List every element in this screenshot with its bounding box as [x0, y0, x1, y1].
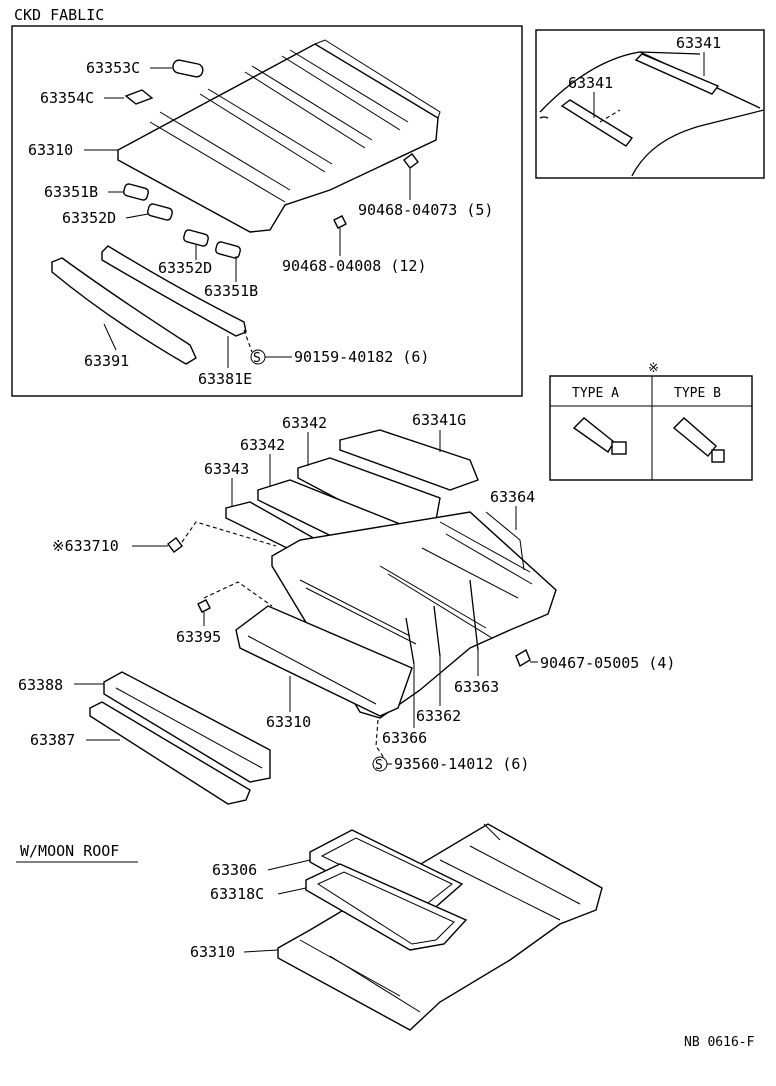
label-63343: 63343 — [204, 460, 249, 478]
label-63351B-b: 63351B — [204, 282, 258, 300]
clip-633710 — [167, 537, 183, 553]
frame-63310 — [235, 605, 413, 717]
section-title-ckd: CKD FABLIC — [14, 6, 104, 24]
label-63310-moon: 63310 — [190, 943, 235, 961]
label-63318C: 63318C — [210, 885, 264, 903]
label-63353C: 63353C — [86, 59, 140, 77]
label-63362: 63362 — [416, 707, 461, 725]
label-63310-main: 63310 — [266, 713, 311, 731]
strip-63341-b — [634, 53, 720, 95]
type-b-header: TYPE B — [674, 386, 721, 401]
label-63306: 63306 — [212, 861, 257, 879]
clip-type-b — [711, 449, 725, 463]
pad-63351B-b — [215, 241, 241, 259]
roof-inset — [539, 51, 765, 177]
clip-90468-04073 — [403, 153, 419, 169]
screw-letter-main: S — [375, 758, 383, 773]
type-a-header: TYPE A — [572, 386, 619, 401]
label-63342-a: 63342 — [282, 414, 327, 432]
ckd-frame — [11, 25, 523, 397]
headliner-ckd — [117, 39, 441, 233]
label-63395: 63395 — [176, 628, 221, 646]
trim-63387 — [89, 701, 251, 805]
pad-63341G — [339, 429, 479, 491]
type-table — [549, 375, 753, 481]
label-63387: 63387 — [30, 731, 75, 749]
label-63381E: 63381E — [198, 370, 252, 388]
label-90468-04073: 90468-04073 (5) — [358, 201, 493, 219]
label-63352D-b: 63352D — [158, 259, 212, 277]
label-63352D-a: 63352D — [62, 209, 116, 227]
label-63363: 63363 — [454, 678, 499, 696]
label-93560-14012: 93560-14012 (6) — [394, 755, 529, 773]
drawing-code: NB 0616-F — [684, 1035, 755, 1050]
label-90467-05005: 90467-05005 (4) — [540, 654, 675, 672]
label-63341-b: 63341 — [676, 34, 721, 52]
rail-63363 — [469, 579, 479, 651]
clip-90468-04008 — [333, 215, 347, 229]
visor-type-a — [572, 417, 615, 454]
screw-letter-ckd: S — [253, 351, 261, 366]
label-63310-ckd: 63310 — [28, 141, 73, 159]
trim-63391 — [51, 257, 197, 365]
pad-63354C — [124, 89, 154, 105]
seal-63318C — [305, 863, 468, 951]
label-63342-b: 63342 — [240, 436, 285, 454]
label-90159-40182: 90159-40182 (6) — [294, 348, 429, 366]
rail-63366 — [405, 617, 415, 665]
clip-90467-05005 — [515, 648, 531, 668]
type-marker: ※ — [648, 361, 659, 376]
label-63351B-a: 63351B — [44, 183, 98, 201]
visor-type-b — [672, 417, 717, 457]
label-63341G: 63341G — [412, 411, 466, 429]
label-90468-04008: 90468-04008 (12) — [282, 257, 427, 275]
trim-63381E — [101, 245, 247, 337]
inset-frame — [535, 29, 765, 179]
label-63388: 63388 — [18, 676, 63, 694]
label-63354C: 63354C — [40, 89, 94, 107]
section-title-moon: W/MOON ROOF — [20, 842, 119, 860]
label-63391: 63391 — [84, 352, 129, 370]
label-633710: ※633710 — [52, 537, 119, 555]
leader-screw-ckd — [243, 329, 253, 353]
rail-63362 — [433, 605, 441, 657]
clip-type-a — [611, 441, 627, 455]
pad-63351B-a — [123, 183, 149, 201]
pad-63353C — [172, 59, 204, 78]
strip-63341-a — [560, 99, 634, 147]
label-63366: 63366 — [382, 729, 427, 747]
pad-63352D-a — [147, 203, 173, 221]
clip-63395 — [197, 599, 211, 613]
label-63341-a: 63341 — [568, 74, 613, 92]
pad-63352D-b — [183, 229, 209, 247]
label-63364: 63364 — [490, 488, 535, 506]
